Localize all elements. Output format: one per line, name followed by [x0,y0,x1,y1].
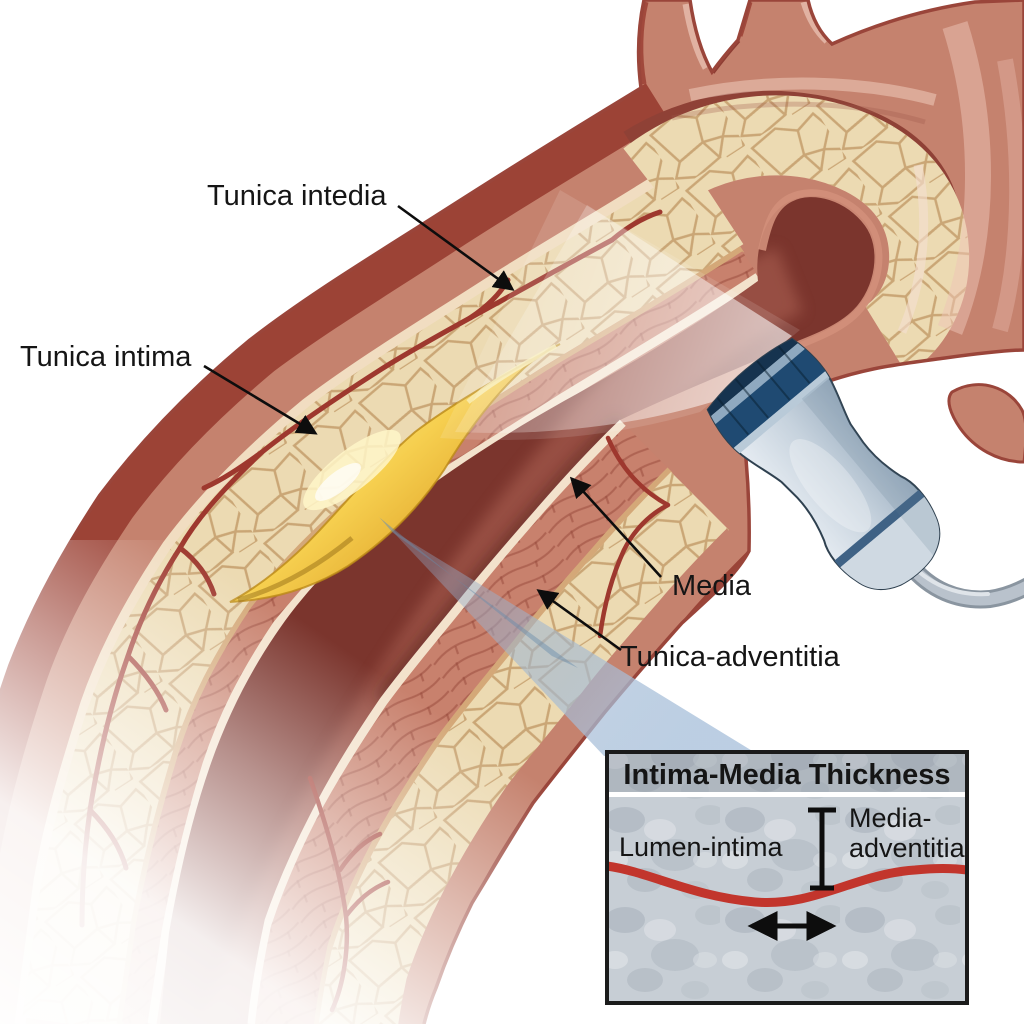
arrow-tunica-adventitia [536,589,622,652]
label-media: Media [672,570,752,602]
probe-face-band [700,331,809,425]
inset-title: Intima-Media Thickness [623,759,950,791]
branch-stub [947,383,1024,464]
inset-label-media-adventitia-2: adventitia [849,833,966,863]
imt-measure [808,807,836,891]
inset-separator [607,792,967,797]
inset-title-band [607,752,967,792]
imt-inset-panel: Intima-Media Thickness Lumen-intima Medi… [605,750,969,1005]
zoom-wedge [378,516,754,756]
inset-label-media-adventitia-1: Media- [849,803,932,833]
imt-boundary-line [606,861,968,908]
arrow-tunica-media [397,204,515,291]
ultrasound-probe [700,331,964,613]
inset-border [605,750,969,1005]
arrow-media [569,476,662,578]
fade-overlay [0,540,710,1024]
arrow-tunica-intima [203,364,318,435]
label-arrows [203,204,662,652]
probe-head-band [706,341,834,455]
ultrasound-beam-core [455,205,792,433]
label-tunica-intima: Tunica intima [20,341,192,373]
label-tunica-media: Tunica intedia [207,180,387,212]
label-tunica-adventitia: Tunica-adventitia [620,641,841,673]
inset-label-lumen-intima: Lumen-intima [619,832,784,862]
